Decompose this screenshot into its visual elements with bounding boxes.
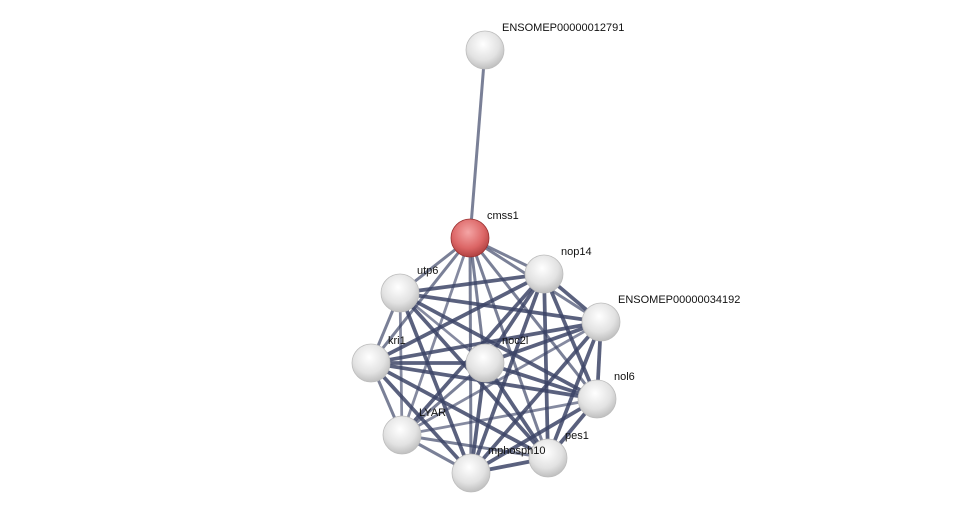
- edge-kri1-pes1: [370, 361, 549, 460]
- edge-nop14-nol6: [542, 273, 599, 400]
- node-ENSOMEP00000012791[interactable]: [465, 30, 505, 70]
- node-label-nol6: nol6: [614, 371, 635, 383]
- node-label-LYAR: LYAR: [419, 407, 447, 419]
- edge-ENSOMEP00000034192-LYAR: [401, 320, 602, 437]
- node-utp6[interactable]: [380, 273, 420, 313]
- edge-ENSOMEP00000012791-cmss1: [468, 49, 487, 239]
- node-cmss1[interactable]: [450, 218, 490, 258]
- node-pes1[interactable]: [528, 438, 568, 478]
- node-label-kri1: kri1: [388, 335, 406, 347]
- edge-cmss1-nol6: [468, 237, 599, 400]
- node-kri1[interactable]: [351, 343, 391, 383]
- edge-cmss1-kri1: [369, 237, 472, 364]
- edge-ENSOMEP00000034192-kri1: [370, 320, 602, 365]
- edge-cmss1-pes1: [468, 237, 550, 459]
- node-mphosph10[interactable]: [451, 453, 491, 493]
- edge-nol6-mphosph10: [470, 397, 598, 475]
- node-nop14[interactable]: [524, 254, 564, 294]
- node-label-nop14: nop14: [561, 246, 592, 258]
- node-label-ENSOMEP00000012791: ENSOMEP00000012791: [502, 22, 625, 34]
- edge-nop14-mphosph10: [469, 273, 546, 474]
- node-label-ENSOMEP00000034192: ENSOMEP00000034192: [618, 294, 741, 306]
- edge-utp6-nol6: [399, 291, 598, 401]
- node-nol6[interactable]: [577, 379, 617, 419]
- edge-utp6-ENSOMEP00000034192: [399, 291, 602, 324]
- edge-LYAR-pes1: [401, 433, 549, 460]
- node-label-utp6: utp6: [417, 265, 439, 277]
- node-label-cmss1: cmss1: [487, 210, 519, 222]
- node-label-noc2l: noc2l: [502, 335, 529, 347]
- edge-cmss1-LYAR: [400, 237, 472, 436]
- node-noc2l[interactable]: [465, 343, 505, 383]
- edge-ENSOMEP00000034192-noc2l: [484, 320, 602, 365]
- edge-noc2l-nol6: [484, 361, 598, 401]
- node-ENSOMEP00000034192[interactable]: [581, 302, 621, 342]
- edge-nol6-LYAR: [401, 397, 598, 437]
- node-label-pes1: pes1: [565, 430, 589, 442]
- node-label-mphosph10: mphosph10: [488, 445, 546, 457]
- edge-nop14-utp6: [399, 272, 545, 295]
- node-LYAR[interactable]: [382, 415, 422, 455]
